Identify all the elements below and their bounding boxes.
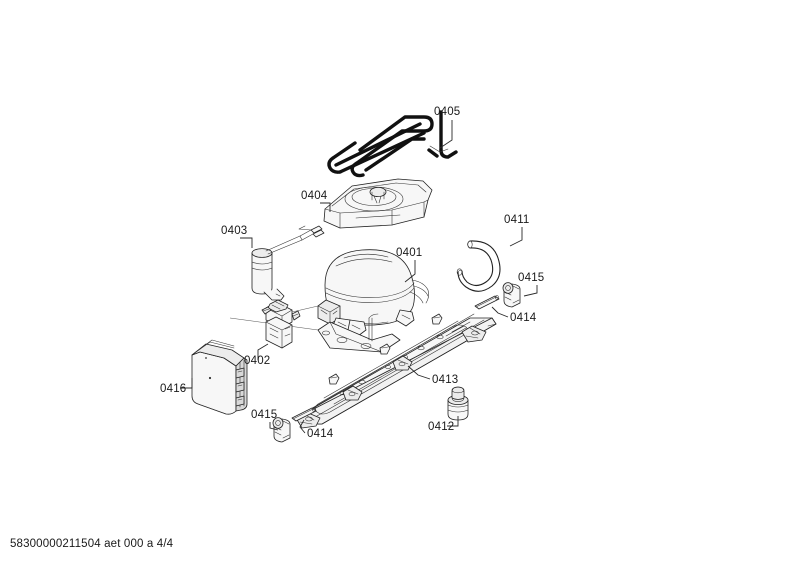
part-0413-mounting-rail bbox=[295, 313, 497, 429]
callout-label-0415-right: 0415 bbox=[518, 272, 544, 284]
callout-labels: 0405 0404 0403 0401 0411 0415 0414 0402 … bbox=[160, 106, 544, 440]
callout-label-0413: 0413 bbox=[432, 374, 458, 386]
callout-label-0411: 0411 bbox=[504, 214, 530, 226]
leader-0413 bbox=[407, 365, 431, 380]
part-0415-grommet-right bbox=[502, 282, 521, 308]
part-0414-pin-right bbox=[474, 295, 500, 310]
callout-label-0414-left: 0414 bbox=[307, 428, 334, 440]
leader-0411 bbox=[509, 227, 523, 247]
assembly-line-relay bbox=[291, 305, 319, 313]
leader-0414-right bbox=[491, 306, 509, 318]
part-0416-terminal-cover bbox=[191, 339, 248, 415]
callout-label-0401: 0401 bbox=[396, 247, 422, 259]
part-0405-heater-tube-loop bbox=[327, 110, 458, 178]
callout-label-0402: 0402 bbox=[244, 355, 270, 367]
document-footer-code: 58300000211504 aet 000 a 4/4 bbox=[10, 538, 174, 550]
leader-0415-left bbox=[269, 422, 279, 431]
part-0404-drip-tray bbox=[323, 178, 433, 229]
leader-0401 bbox=[404, 260, 416, 283]
part-0415-grommet-left bbox=[272, 417, 291, 443]
callout-label-0416: 0416 bbox=[160, 383, 186, 395]
callout-label-0403: 0403 bbox=[221, 225, 247, 237]
callout-label-0414-right: 0414 bbox=[510, 312, 537, 324]
leader-0402 bbox=[257, 343, 269, 360]
part-0401-compressor bbox=[317, 249, 429, 353]
callout-label-0405: 0405 bbox=[434, 106, 460, 118]
leader-0416 bbox=[180, 378, 193, 389]
leader-0404 bbox=[320, 202, 331, 212]
part-0414-pin-left bbox=[291, 407, 317, 422]
callout-label-0415-left: 0415 bbox=[251, 409, 277, 421]
leader-0405 bbox=[439, 120, 453, 149]
part-0402-start-relay bbox=[261, 299, 301, 349]
leader-0415-right bbox=[523, 285, 538, 297]
callout-label-0412: 0412 bbox=[428, 421, 454, 433]
part-0412-mounting-foot bbox=[447, 386, 469, 421]
part-0411-suction-hose bbox=[456, 240, 501, 292]
leader-0412 bbox=[447, 416, 459, 427]
callout-leaders bbox=[180, 120, 538, 434]
leader-0414-left bbox=[299, 419, 306, 434]
part-0403-run-capacitor bbox=[251, 225, 325, 301]
leader-0403 bbox=[240, 237, 253, 248]
callout-label-0404: 0404 bbox=[301, 190, 328, 202]
